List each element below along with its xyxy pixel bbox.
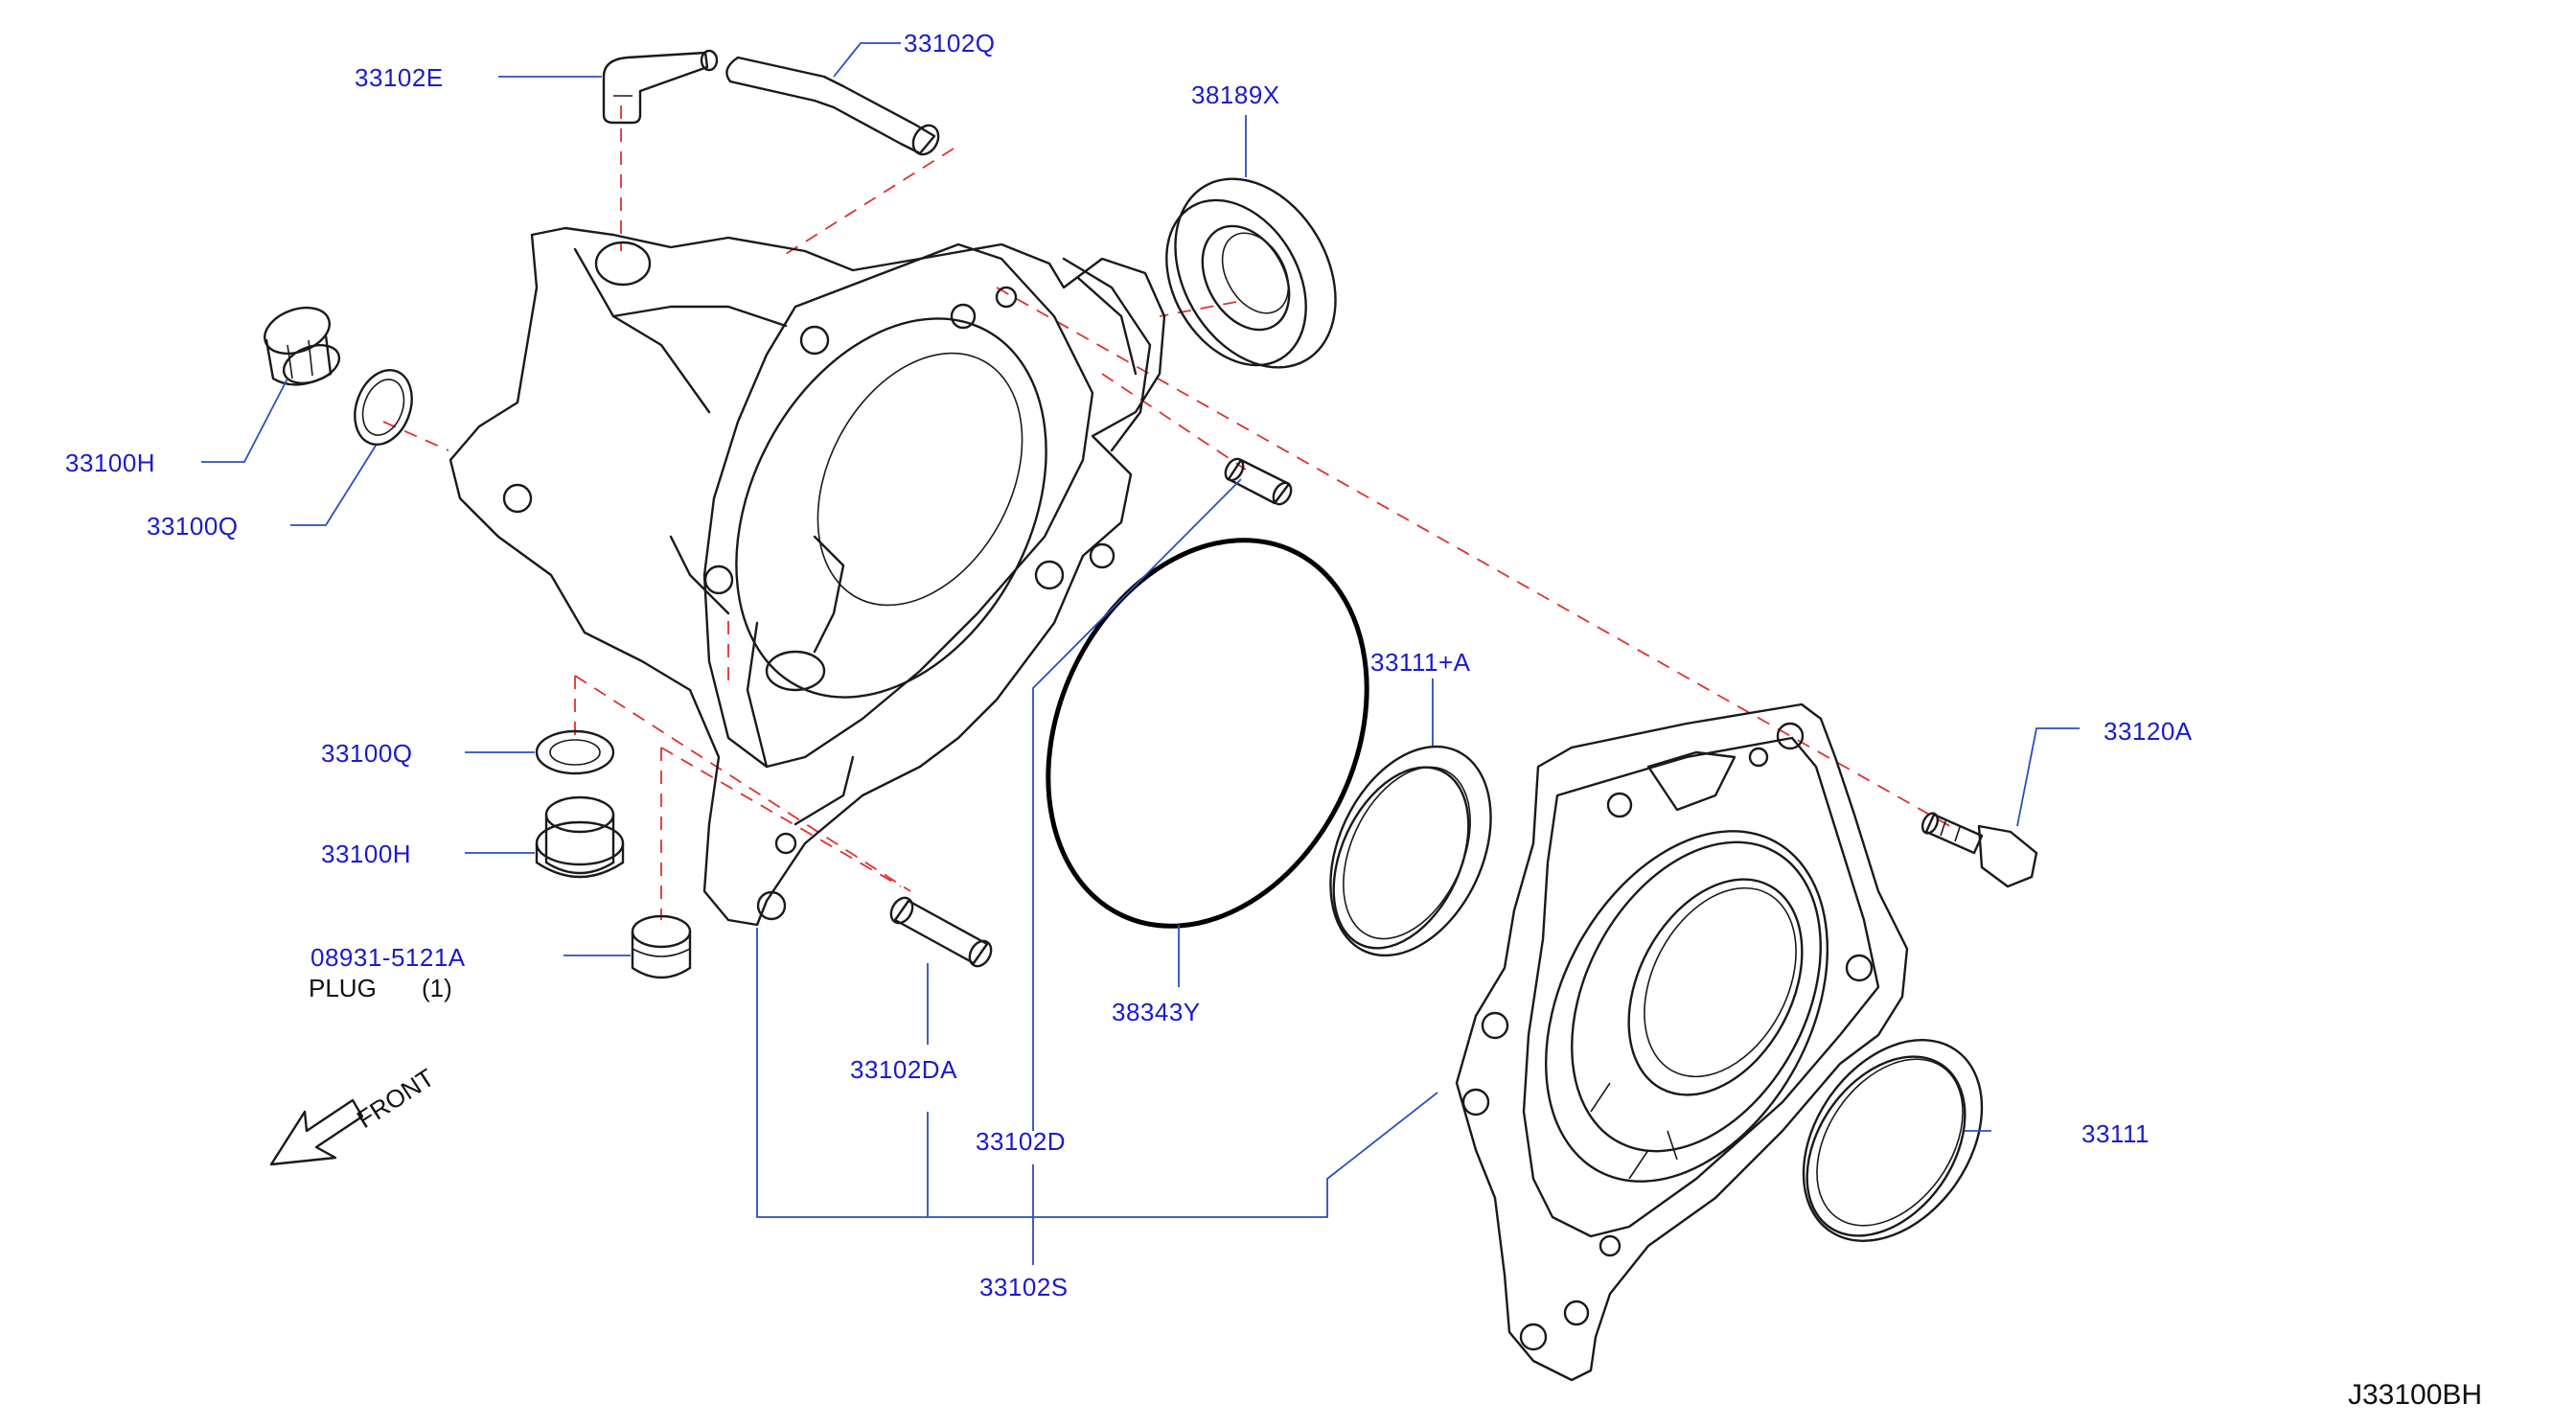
label-33102D: 33102D <box>976 1127 1066 1156</box>
label-front: FRONT <box>352 1063 440 1134</box>
label-33111A: 33111+A <box>1370 648 1471 677</box>
breather-hose-part <box>725 56 940 156</box>
label-38343Y: 38343Y <box>1112 998 1201 1026</box>
part-labels: 33102E 33102Q 38189X 33100H 33100Q 33111… <box>65 29 2482 1411</box>
dowel-pin-upper-part <box>1224 457 1293 506</box>
transfer-case-housing <box>448 226 1166 927</box>
seal-ring-a-part <box>1329 745 1492 957</box>
label-33120A: 33120A <box>2104 717 2193 746</box>
label-33100Q-top: 33100Q <box>147 512 239 541</box>
label-plug-qty: (1) <box>422 974 452 1002</box>
rear-cover-plate <box>1455 702 1909 1382</box>
o-ring-part <box>1046 538 1369 929</box>
label-08931-5121A: 08931-5121A <box>310 943 466 972</box>
front-arrow-icon <box>269 1098 364 1166</box>
plug-part <box>631 914 692 979</box>
label-33111: 33111 <box>2082 1119 2150 1148</box>
phantom-lines <box>382 105 1956 920</box>
label-plug: PLUG <box>309 974 377 1002</box>
diagram-id: J33100BH <box>2348 1379 2482 1411</box>
flange-bolt-part <box>1920 812 2038 888</box>
label-33102E: 33102E <box>355 63 444 92</box>
leader-lines <box>201 42 2080 1265</box>
drain-plug-top-part <box>264 306 341 386</box>
breather-elbow-part <box>602 49 719 125</box>
washer-mid-part <box>535 729 615 775</box>
label-33102Q: 33102Q <box>904 29 996 58</box>
filler-plug-mid-part <box>535 795 625 879</box>
label-33100H-mid: 33100H <box>321 840 411 868</box>
dowel-pin-part <box>889 896 993 968</box>
label-33100Q-mid: 33100Q <box>321 739 413 768</box>
label-33100H-top: 33100H <box>65 449 155 477</box>
label-33102S: 33102S <box>979 1273 1069 1301</box>
label-33102DA: 33102DA <box>850 1055 957 1084</box>
oil-seal-part <box>1165 177 1337 369</box>
label-38189X: 38189X <box>1191 81 1280 109</box>
washer-top-part <box>354 369 413 446</box>
rear-oil-seal-part <box>1802 1039 1984 1242</box>
